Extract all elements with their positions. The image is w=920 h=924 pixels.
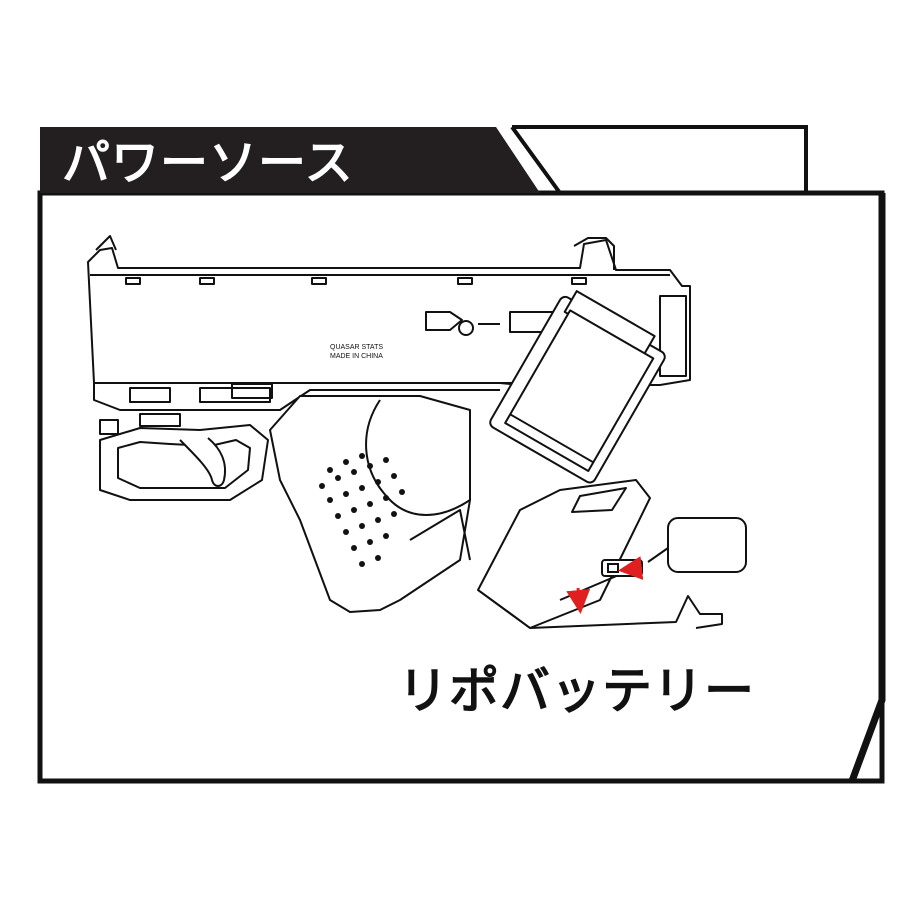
stamp-line-1: QUASAR STATS (330, 344, 383, 351)
title-tab (40, 127, 540, 193)
arrow-connector (618, 556, 644, 580)
stamp-line-2: MADE IN CHINA (330, 353, 383, 360)
connection-arrows (566, 556, 644, 614)
battery-label: リポバッテリー (398, 662, 755, 720)
arrow-down (566, 587, 591, 614)
section-title: パワーソース (62, 135, 354, 191)
gun-illustration (87, 235, 723, 629)
